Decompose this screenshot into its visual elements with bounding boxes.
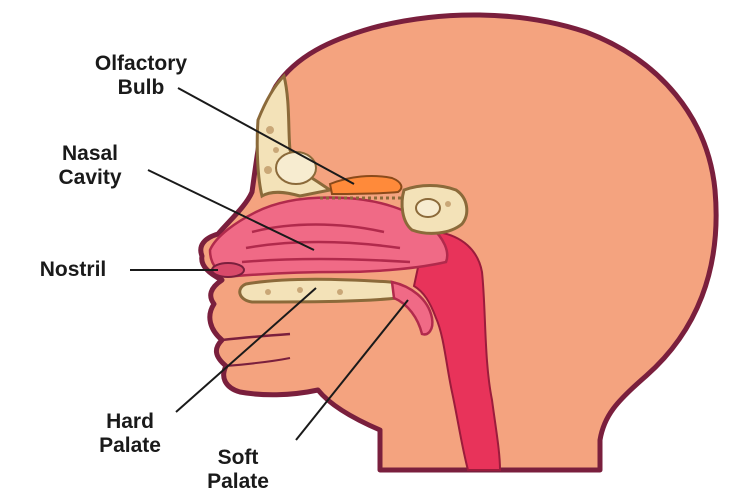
label-soft-palate: Soft Palate — [188, 446, 288, 494]
label-olfactory-bulb: Olfactory Bulb — [70, 52, 212, 100]
label-line: Bulb — [70, 76, 212, 100]
label-line: Soft — [188, 446, 288, 470]
label-line: Palate — [80, 434, 180, 458]
label-line: Olfactory — [70, 52, 212, 76]
label-nasal-cavity: Nasal Cavity — [40, 142, 140, 190]
label-line: Nostril — [20, 258, 126, 282]
label-hard-palate: Hard Palate — [80, 410, 180, 458]
label-line: Cavity — [40, 166, 140, 190]
label-line: Hard — [80, 410, 180, 434]
label-line: Nasal — [40, 142, 140, 166]
hard-palate-shape — [240, 279, 404, 302]
label-line: Palate — [188, 470, 288, 494]
label-nostril: Nostril — [20, 258, 126, 282]
